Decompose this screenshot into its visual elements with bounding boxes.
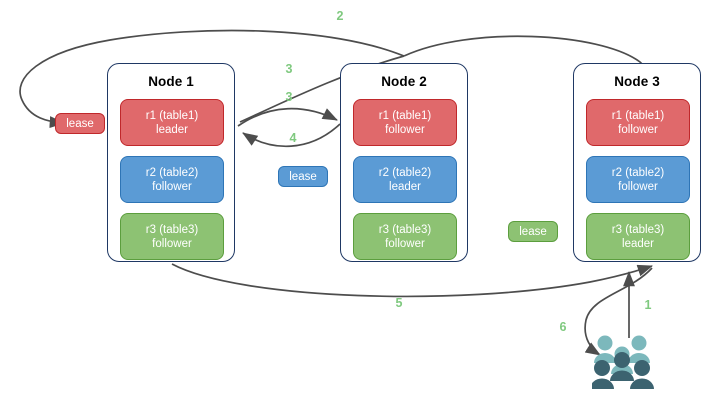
users-front-row xyxy=(592,352,654,389)
edge-step-3-lower xyxy=(237,107,338,127)
lease-badge-table1[interactable]: lease xyxy=(55,113,105,134)
replica-name: r3 (table3) xyxy=(145,223,199,236)
replica-role: follower xyxy=(618,123,658,136)
node-box-node-2[interactable]: Node 2 r1 (table1) follower r2 (table2) … xyxy=(340,63,468,262)
replica-role: follower xyxy=(152,180,192,193)
replica-name: r3 (table3) xyxy=(378,223,432,236)
step-label-4: 4 xyxy=(289,131,297,145)
replica-n3-r3[interactable]: r3 (table3) leader xyxy=(586,213,690,260)
step-label-5: 5 xyxy=(395,296,403,310)
users-back-row xyxy=(594,335,650,374)
node-box-node-3[interactable]: Node 3 r1 (table1) follower r2 (table2) … xyxy=(573,63,701,262)
step-label-3-lower: 3 xyxy=(285,90,293,104)
edge-step-4 xyxy=(242,123,341,148)
edge-step-3-upper xyxy=(239,55,405,123)
replica-name: r1 (table1) xyxy=(378,109,432,122)
replica-name: r2 (table2) xyxy=(145,166,199,179)
lease-badge-table2[interactable]: lease xyxy=(278,166,328,187)
replica-name: r3 (table3) xyxy=(611,223,665,236)
replica-n2-r1[interactable]: r1 (table1) follower xyxy=(353,99,457,146)
replica-role: leader xyxy=(156,123,188,136)
replica-name: r1 (table1) xyxy=(611,109,665,122)
edge-step-2 xyxy=(19,29,405,129)
step-label-1: 1 xyxy=(644,298,652,312)
node-box-node-1[interactable]: Node 1 r1 (table1) leader r2 (table2) fo… xyxy=(107,63,235,262)
replica-n2-r2[interactable]: r2 (table2) leader xyxy=(353,156,457,203)
replica-name: r2 (table2) xyxy=(378,166,432,179)
replica-role: follower xyxy=(618,180,658,193)
replica-name: r2 (table2) xyxy=(611,166,665,179)
replica-name: r1 (table1) xyxy=(145,109,199,122)
node-title: Node 1 xyxy=(148,74,194,89)
replica-n2-r3[interactable]: r3 (table3) follower xyxy=(353,213,457,260)
replica-n3-r1[interactable]: r1 (table1) follower xyxy=(586,99,690,146)
replica-role: follower xyxy=(385,237,425,250)
replica-n1-r3[interactable]: r3 (table3) follower xyxy=(120,213,224,260)
step-label-2: 2 xyxy=(336,9,344,23)
replica-n1-r1[interactable]: r1 (table1) leader xyxy=(120,99,224,146)
node-title: Node 3 xyxy=(614,74,660,89)
edge-step-5 xyxy=(171,263,653,298)
step-label-3-upper: 3 xyxy=(285,62,293,76)
users-group-icon xyxy=(592,335,654,389)
replica-role: follower xyxy=(152,237,192,250)
node-title: Node 2 xyxy=(381,74,427,89)
replica-role: follower xyxy=(385,123,425,136)
replica-role: leader xyxy=(622,237,654,250)
lease-badge-table3[interactable]: lease xyxy=(508,221,558,242)
replica-n1-r2[interactable]: r2 (table2) follower xyxy=(120,156,224,203)
edge-step-6 xyxy=(584,267,653,356)
replica-role: leader xyxy=(389,180,421,193)
replica-n3-r2[interactable]: r2 (table2) follower xyxy=(586,156,690,203)
step-label-6: 6 xyxy=(559,320,567,334)
